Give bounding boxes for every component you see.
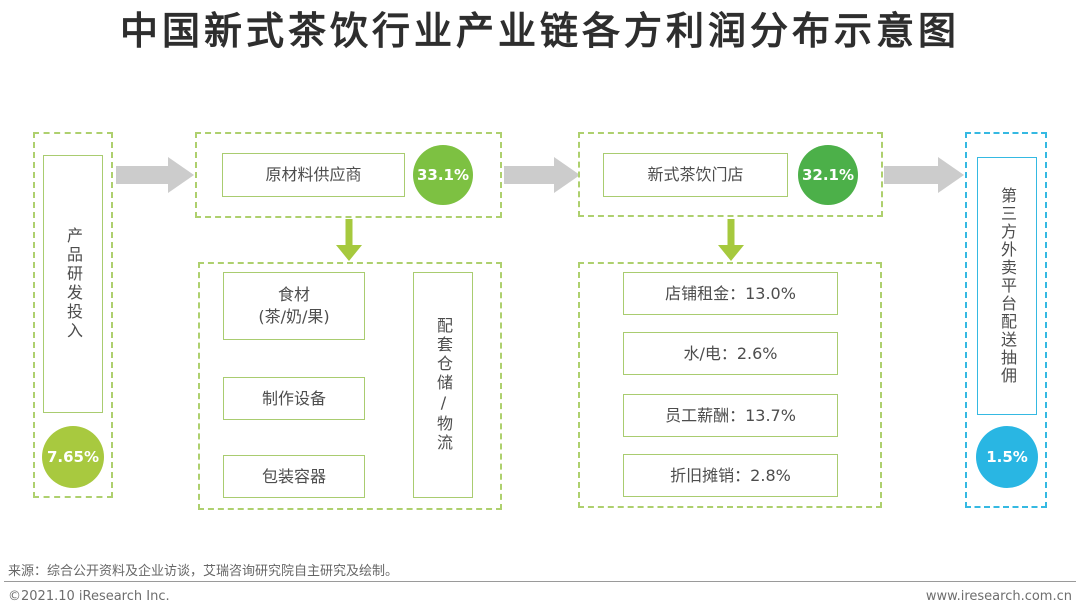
flow-arrow-down-2-icon	[718, 219, 744, 261]
copyright-text: ©2021.10 iResearch Inc.	[8, 589, 170, 604]
suppliers-detail-group	[198, 262, 502, 510]
flow-arrow-down-1-icon	[336, 219, 362, 261]
rnd-label: 产品研发投入	[64, 227, 83, 341]
page-title: 中国新式茶饮行业产业链各方利润分布示意图	[119, 9, 960, 53]
rnd-share-badge: 7.65%	[42, 426, 104, 488]
equipment-label: 制作设备	[261, 388, 326, 408]
stage-stores-group	[578, 132, 883, 217]
suppliers-label: 原材料供应商	[265, 165, 362, 185]
packaging-box: 包装容器	[223, 455, 365, 498]
delivery-label: 第三方外卖平台配送抽佣	[998, 187, 1017, 385]
stores-cost-group	[578, 262, 882, 508]
ingredient-sublabel: (茶/奶/果)	[258, 307, 330, 326]
cost-rent-label: 店铺租金：13.0%	[665, 283, 796, 303]
cost-depreciation-label: 折旧摊销：2.8%	[670, 465, 791, 485]
stores-share-badge: 32.1%	[798, 145, 858, 205]
cost-row-depreciation: 折旧摊销：2.8%	[623, 454, 838, 497]
flow-arrow-right-1-icon	[116, 157, 194, 193]
cost-row-salary: 员工薪酬：13.7%	[623, 394, 838, 437]
website-text: www.iresearch.com.cn	[925, 589, 1072, 604]
stores-label-box: 新式茶饮门店	[603, 153, 788, 197]
suppliers-label-box: 原材料供应商	[222, 153, 405, 197]
stage-rnd-group	[33, 132, 113, 498]
stage-suppliers-group	[195, 132, 502, 218]
cost-utilities-label: 水/电：2.6%	[683, 343, 778, 363]
ingredient-label: 食材	[277, 285, 310, 305]
delivery-box: 第三方外卖平台配送抽佣	[977, 157, 1037, 415]
flow-arrow-right-3-icon	[884, 157, 964, 193]
stage-delivery-group	[965, 132, 1047, 508]
logistics-label: 配套仓储/物流	[434, 317, 453, 453]
footer-divider	[4, 581, 1076, 582]
rnd-box: 产品研发投入	[43, 155, 103, 413]
logistics-box: 配套仓储/物流	[413, 272, 473, 498]
stores-label: 新式茶饮门店	[647, 165, 744, 185]
packaging-label: 包装容器	[261, 466, 326, 486]
cost-row-rent: 店铺租金：13.0%	[623, 272, 838, 315]
flow-arrow-right-2-icon	[504, 157, 580, 193]
ingredient-box: 食材 (茶/奶/果)	[223, 272, 365, 340]
cost-row-utilities: 水/电：2.6%	[623, 332, 838, 375]
equipment-box: 制作设备	[223, 377, 365, 420]
suppliers-share-badge: 33.1%	[413, 145, 473, 205]
source-note: 来源：综合公开资料及企业访谈，艾瑞咨询研究院自主研究及绘制。	[8, 564, 399, 579]
delivery-share-badge: 1.5%	[976, 426, 1038, 488]
cost-salary-label: 员工薪酬：13.7%	[665, 405, 796, 425]
